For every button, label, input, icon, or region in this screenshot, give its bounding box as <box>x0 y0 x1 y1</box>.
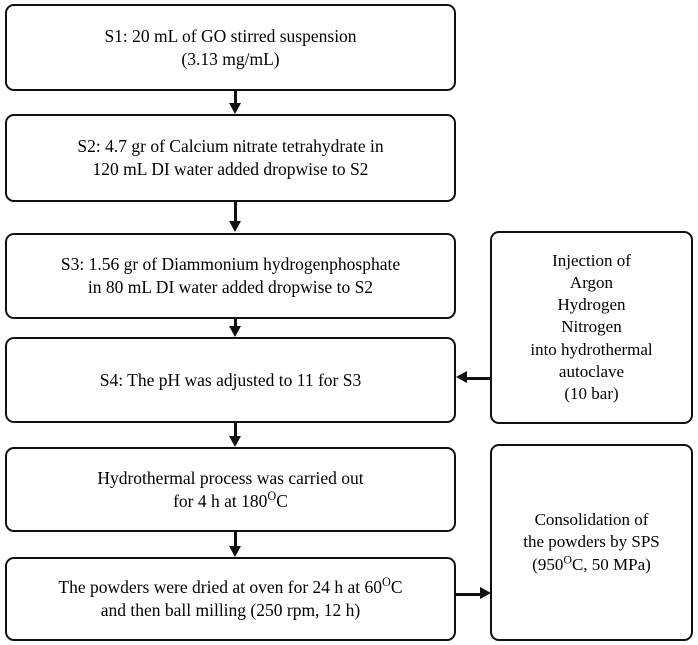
connector-drying-to-consolidation-arrowhead <box>480 587 491 599</box>
node-s4-line1: S4: The pH was adjusted to 11 for S3 <box>99 369 362 390</box>
node-s3-text: S3: 1.56 gr of Diammonium hydrogenphosph… <box>13 253 448 299</box>
node-drying-text: The powders were dried at oven for 24 h … <box>13 576 448 622</box>
connector-s1-to-s2-arrowhead <box>229 103 241 114</box>
node-injection-line3: Hydrogen <box>557 295 626 315</box>
node-hydrothermal-text: Hydrothermal process was carried out for… <box>13 467 448 513</box>
node-s3-line2: in 80 mL DI water added dropwise to S2 <box>87 277 374 297</box>
node-s2-line2: 120 mL DI water added dropwise to S2 <box>92 159 369 179</box>
connector-drying-to-consolidation-line <box>456 593 482 596</box>
node-drying-line1: The powders were dried at oven for 24 h … <box>13 576 448 599</box>
connector-hydrothermal-to-drying-line <box>234 532 237 547</box>
node-consolidation-line2: the powders by SPS <box>523 532 660 552</box>
connector-s1-to-s2-line <box>234 91 237 105</box>
node-injection-line6: autoclave <box>558 361 625 381</box>
node-s2-line1: S2: 4.7 gr of Calcium nitrate tetrahydra… <box>77 136 384 157</box>
node-s1-line1: S1: 20 mL of GO stirred suspension <box>104 25 357 46</box>
node-s4: S4: The pH was adjusted to 11 for S3 <box>5 337 456 423</box>
connector-hydrothermal-to-drying-arrowhead <box>229 546 241 557</box>
node-s3-line1: S3: 1.56 gr of Diammonium hydrogenphosph… <box>60 254 401 275</box>
node-injection-line1: Injection of <box>552 251 631 271</box>
degree-superscript-drying: O <box>382 575 391 590</box>
node-consolidation-text: Consolidation of the powders by SPS (950… <box>498 509 685 575</box>
node-drying-line2: and then ball milling (250 rpm, 12 h) <box>100 600 361 620</box>
degree-superscript-hydrothermal: O <box>267 488 277 503</box>
connector-s2-to-s3-arrowhead <box>229 221 241 232</box>
node-hydrothermal-line2-pre: for 4 h at 180 <box>173 490 268 511</box>
node-hydrothermal-line2-post: C <box>276 490 288 511</box>
node-injection-line7: (10 bar) <box>564 383 619 403</box>
connector-s3-to-s4-arrowhead <box>229 326 241 337</box>
node-consolidation-line1: Consolidation of <box>534 510 649 530</box>
node-s2-text: S2: 4.7 gr of Calcium nitrate tetrahydra… <box>13 135 448 181</box>
node-consolidation-line3: (950OC, 50 MPa) <box>498 551 685 576</box>
node-injection-line5: into hydrothermal <box>530 339 653 359</box>
node-drying-line1-pre: The powders were dried at oven for 24 h … <box>58 577 383 598</box>
connector-injection-to-s4-line <box>466 377 492 380</box>
connector-s4-to-hydrothermal-arrowhead <box>229 436 241 447</box>
node-drying: The powders were dried at oven for 24 h … <box>5 557 456 641</box>
node-s3: S3: 1.56 gr of Diammonium hydrogenphosph… <box>5 233 456 319</box>
node-s4-text: S4: The pH was adjusted to 11 for S3 <box>13 369 448 392</box>
node-s1: S1: 20 mL of GO stirred suspension (3.13… <box>5 4 456 91</box>
connector-s4-to-hydrothermal-line <box>234 423 237 437</box>
node-s1-text: S1: 20 mL of GO stirred suspension (3.13… <box>13 25 448 71</box>
node-hydrothermal: Hydrothermal process was carried out for… <box>5 447 456 532</box>
node-injection-line4: Nitrogen <box>561 317 622 337</box>
node-consolidation-line3-pre: (950 <box>532 554 564 574</box>
node-s2: S2: 4.7 gr of Calcium nitrate tetrahydra… <box>5 114 456 202</box>
node-hydrothermal-line2: for 4 h at 180OC <box>13 490 448 513</box>
connector-injection-to-s4-arrowhead <box>456 371 467 383</box>
node-s1-line2: (3.13 mg/mL) <box>181 48 280 69</box>
node-consolidation-line3-post: C, 50 MPa) <box>571 554 651 574</box>
node-drying-line1-post: C <box>390 577 403 598</box>
degree-superscript-consolidation: O <box>563 551 572 566</box>
node-consolidation: Consolidation of the powders by SPS (950… <box>490 444 693 641</box>
connector-s3-to-s4-line <box>234 319 237 327</box>
connector-s2-to-s3-line <box>234 202 237 222</box>
node-injection-line2: Argon <box>569 273 614 293</box>
node-injection: Injection of Argon Hydrogen Nitrogen int… <box>490 231 693 424</box>
node-hydrothermal-line1: Hydrothermal process was carried out <box>97 467 364 488</box>
node-injection-text: Injection of Argon Hydrogen Nitrogen int… <box>498 250 685 405</box>
